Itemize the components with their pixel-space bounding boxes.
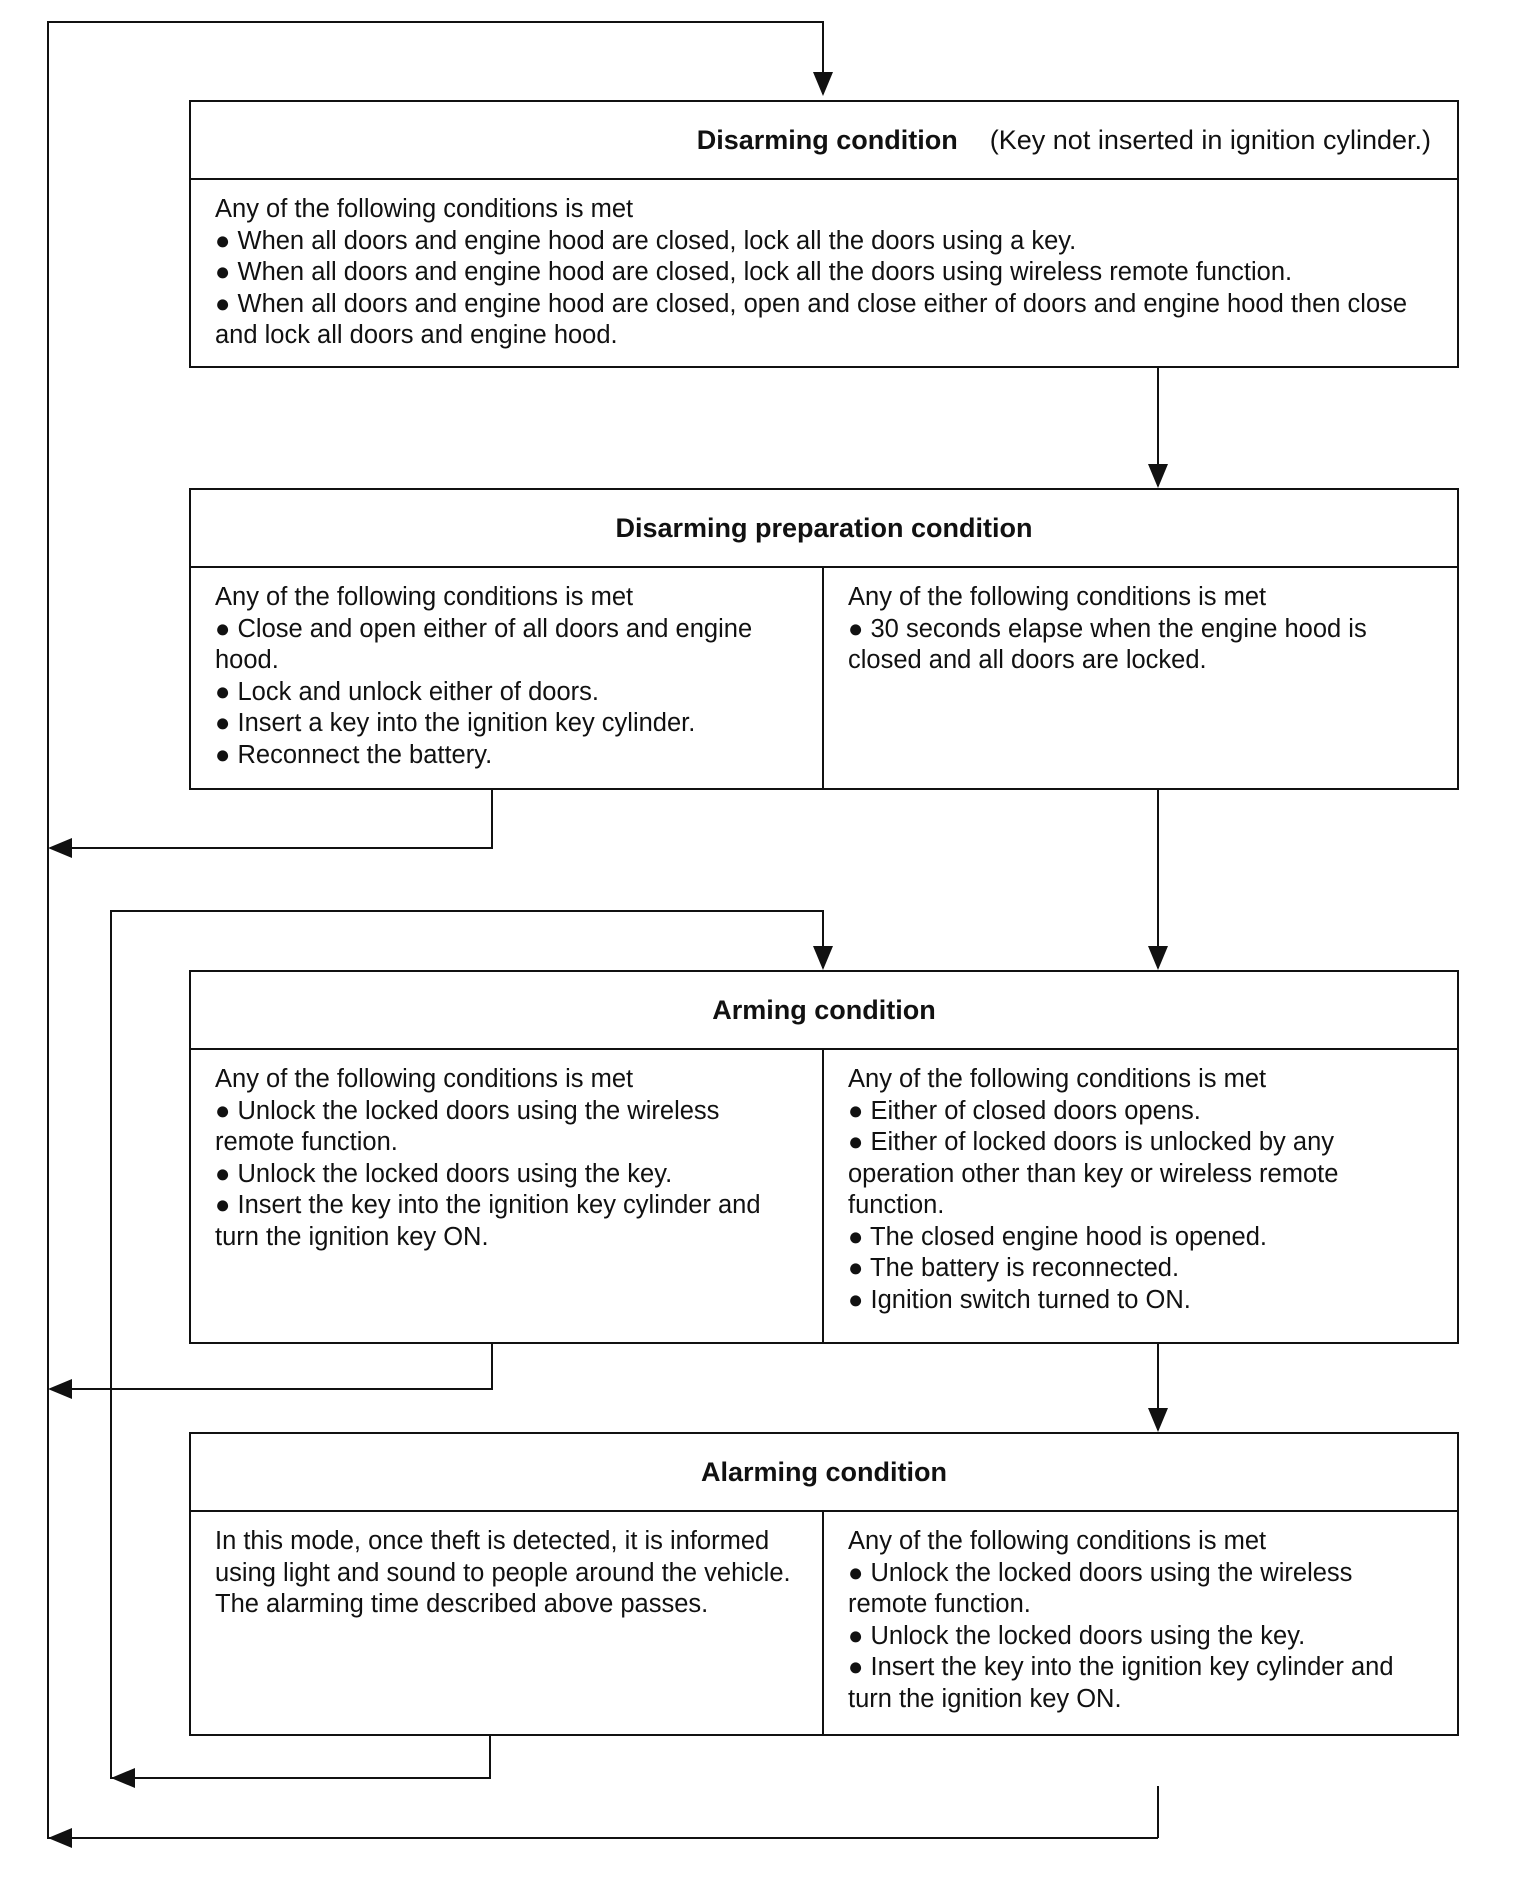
bullet-icon: ●	[848, 1096, 864, 1125]
condition-item: ● Ignition switch turned to ON.	[848, 1285, 1191, 1314]
arrowhead-alarm-main-return	[48, 1828, 72, 1848]
condition-item: ● Either of closed doors opens.	[848, 1096, 1201, 1125]
condition-item: ● The battery is reconnected.	[848, 1254, 1180, 1282]
disarming-preparation-box: Disarming preparation condition Any of t…	[189, 488, 1459, 790]
arrowhead-disarm-top	[813, 72, 833, 96]
arming-condition-box: Arming condition Any of the following co…	[189, 970, 1459, 1344]
disarming-preparation-left: Any of the following conditions is met ●…	[191, 568, 824, 788]
condition-item: ● Insert the key into the ignition key c…	[215, 1191, 761, 1251]
bullet-icon: ●	[215, 258, 231, 286]
arrowhead-arming-top-left	[813, 946, 833, 970]
disarming-condition-title: Disarming condition	[696, 124, 958, 155]
bullet-icon: ●	[848, 1558, 864, 1587]
bullet-icon: ●	[848, 1128, 864, 1156]
bullet-icon: ●	[215, 289, 231, 318]
condition-intro: Any of the following conditions is met	[215, 583, 634, 611]
arming-condition-title: Arming condition	[712, 994, 936, 1025]
bullet-icon: ●	[848, 1653, 864, 1681]
bullet-icon: ●	[215, 226, 231, 255]
arrow-arming-return	[52, 1344, 493, 1390]
disarming-condition-box: Disarming condition (Key not inserted in…	[189, 100, 1459, 368]
condition-intro: Any of the following conditions is met	[215, 1065, 634, 1093]
condition-item: ● Unlock the locked doors using the wire…	[848, 1558, 1353, 1619]
alarming-condition-title: Alarming condition	[701, 1456, 947, 1487]
arrowhead-alarming-top	[1148, 1408, 1168, 1432]
arrowhead-arming-return	[48, 1379, 72, 1399]
condition-item: ● Either of locked doors is unlocked by …	[848, 1128, 1339, 1219]
arming-condition-right: Any of the following conditions is met ●…	[824, 1050, 1457, 1342]
condition-item: ● Unlock the locked doors using the wire…	[215, 1096, 720, 1157]
arrowhead-arming-top-right	[1148, 946, 1168, 970]
condition-intro: Any of the following conditions is met	[848, 583, 1267, 611]
arming-condition-left: Any of the following conditions is met ●…	[191, 1050, 824, 1342]
bullet-icon: ●	[215, 740, 231, 769]
condition-item: ● The closed engine hood is opened.	[848, 1222, 1267, 1251]
bullet-icon: ●	[848, 1222, 864, 1251]
arrow-prep-return	[52, 790, 493, 849]
bullet-icon: ●	[848, 1621, 864, 1650]
disarming-condition-note: (Key not inserted in ignition cylinder.)	[989, 124, 1431, 155]
alarming-description: The alarming time described above passes…	[215, 1590, 709, 1618]
alarming-condition-header: Alarming condition	[191, 1434, 1457, 1512]
bullet-icon: ●	[848, 614, 864, 643]
condition-intro: Any of the following conditions is met	[848, 1065, 1267, 1093]
arrowhead-alarm-inner-return	[111, 1768, 135, 1788]
alarming-description: In this mode, once theft is detected, it…	[215, 1527, 791, 1587]
bullet-icon: ●	[848, 1285, 864, 1314]
disarming-condition-text: Any of the following conditions is met ●…	[191, 180, 1457, 366]
bullet-icon: ●	[215, 614, 231, 643]
condition-item: ● Lock and unlock either of doors.	[215, 677, 599, 706]
disarming-preparation-right: Any of the following conditions is met ●…	[824, 568, 1457, 788]
condition-item: ● 30 seconds elapse when the engine hood…	[848, 614, 1367, 675]
arrowhead-prep-return	[48, 838, 72, 858]
condition-item: ● Reconnect the battery.	[215, 740, 493, 769]
return-line-main	[47, 21, 1159, 1839]
condition-item: ● Close and open either of all doors and…	[215, 614, 753, 675]
condition-intro: Any of the following conditions is met	[848, 1527, 1267, 1555]
alarming-condition-box: Alarming condition In this mode, once th…	[189, 1432, 1459, 1736]
condition-item: ● When all doors and engine hood are clo…	[215, 226, 1077, 255]
condition-intro: Any of the following conditions is met	[215, 195, 634, 223]
return-line-inner	[110, 910, 824, 1779]
bullet-icon: ●	[215, 1096, 231, 1125]
disarming-condition-header: Disarming condition (Key not inserted in…	[191, 102, 1457, 180]
condition-item: ● Insert a key into the ignition key cyl…	[215, 709, 696, 737]
alarming-condition-left: In this mode, once theft is detected, it…	[191, 1512, 824, 1734]
arrowhead-prep-top	[1148, 464, 1168, 488]
condition-item: ● Unlock the locked doors using the key.	[215, 1159, 673, 1188]
condition-item: ● Unlock the locked doors using the key.	[848, 1621, 1306, 1650]
bullet-icon: ●	[215, 677, 231, 706]
disarming-preparation-header: Disarming preparation condition	[191, 490, 1457, 568]
disarming-preparation-title: Disarming preparation condition	[615, 512, 1033, 543]
condition-item: ● Insert the key into the ignition key c…	[848, 1653, 1394, 1713]
bullet-icon: ●	[215, 1191, 231, 1219]
alarming-condition-right: Any of the following conditions is met ●…	[824, 1512, 1457, 1734]
bullet-icon: ●	[215, 1159, 231, 1188]
arming-condition-header: Arming condition	[191, 972, 1457, 1050]
condition-item: ● When all doors and engine hood are clo…	[215, 289, 1408, 350]
condition-item: ● When all doors and engine hood are clo…	[215, 258, 1293, 286]
bullet-icon: ●	[848, 1254, 864, 1282]
bullet-icon: ●	[215, 709, 231, 737]
